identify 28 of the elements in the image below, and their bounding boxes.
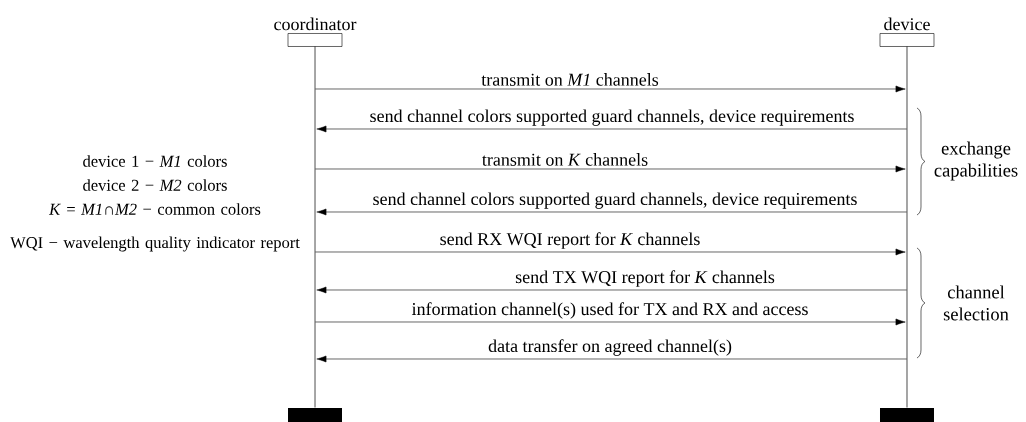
node-label: device (884, 17, 930, 31)
participant-box: device (879, 17, 935, 47)
message-label: send RX WQI report for K channels (438, 231, 702, 250)
participant-box: coordinator (274, 17, 357, 47)
end-bar (288, 408, 342, 422)
message-label: send channel colors supported guard channels, device requirements (368, 108, 856, 127)
message-label: transmit on K channels (480, 152, 650, 167)
message-label: send channel colors supported guard channels, device requirements (371, 191, 859, 210)
message-label: information channel(s) used for TX and RX and access (410, 301, 810, 320)
message-arrow (316, 208, 907, 216)
message-label: data transfer on agreed channel(s) (487, 338, 733, 357)
message-arrow (315, 318, 906, 326)
end-bar (880, 408, 934, 422)
message-arrow (315, 85, 906, 93)
message-arrow (315, 248, 906, 256)
message-arrow (316, 355, 907, 363)
note-text: device 2 − M2 colors (83, 179, 227, 191)
phase-label: channel selection (943, 285, 1009, 321)
node-label: coordinator (274, 17, 357, 31)
message-arrow (315, 165, 906, 173)
message-label: transmit on M1 channels (480, 72, 660, 87)
message-arrow (316, 286, 907, 294)
note-text: K = M1∩M2 − common colors (48, 203, 261, 215)
phase-label: exchange capabilities (934, 141, 1018, 181)
message-label: send TX WQI report for K channels (514, 269, 776, 288)
message-arrow (316, 125, 907, 133)
note-text: device 1 − M1 colors (83, 155, 227, 167)
note-text: WQI − wavelength quality indicator report (10, 236, 300, 252)
